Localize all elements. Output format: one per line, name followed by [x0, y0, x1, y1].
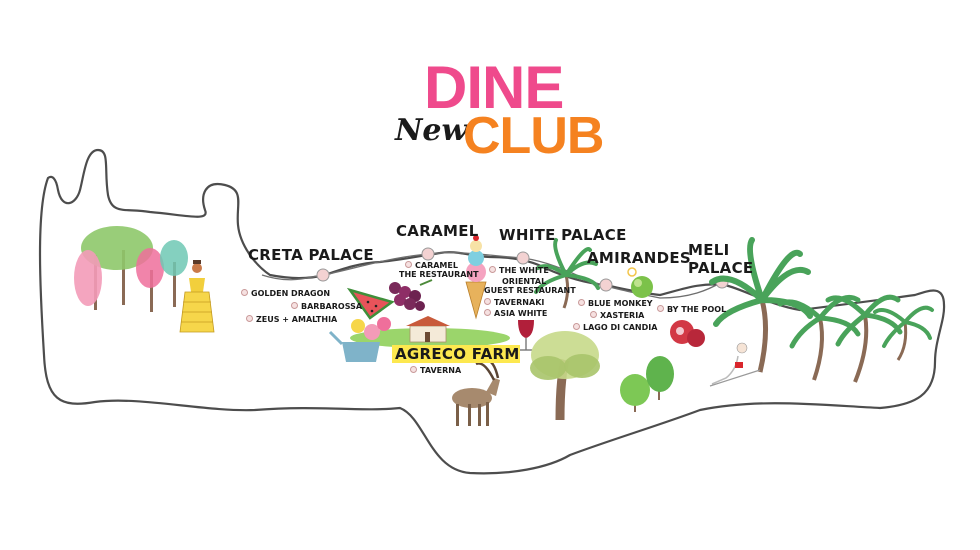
ice-cream-icon	[465, 235, 487, 320]
restaurant-dot	[484, 309, 491, 316]
agreco-highlight	[392, 345, 520, 363]
restaurant-blue-monkey[interactable]: BLUE MONKEY	[578, 299, 653, 308]
hotel-agreco-farm[interactable]: AGRECO FARM	[395, 345, 520, 363]
restaurant-dot	[246, 315, 253, 322]
restaurant-dot	[410, 366, 417, 373]
logo-dine: DINE	[424, 54, 564, 121]
restaurant-by-the-pool[interactable]: BY THE POOL	[657, 305, 726, 314]
sunbather-icon	[709, 342, 761, 387]
white-palace-marker[interactable]	[516, 251, 530, 265]
wine-glass-icon	[518, 320, 534, 351]
palm-tree-icon	[534, 238, 600, 309]
restaurant-golden-dragon[interactable]: GOLDEN DRAGON	[241, 289, 330, 298]
restaurant-tavernaki[interactable]: TAVERNAKI	[484, 298, 544, 307]
green-trees-icon	[620, 356, 674, 412]
hotel-meli-palace-line1: MELI	[688, 241, 730, 259]
restaurant-dot	[405, 261, 412, 268]
restaurant-dot	[590, 311, 597, 318]
restaurant-zeus-amalthia[interactable]: ZEUS + AMALTHIA	[246, 315, 337, 324]
hotel-creta-palace[interactable]: CRETA PALACE	[248, 246, 374, 264]
hotel-meli-palace-line2: PALACE	[688, 259, 754, 277]
logo-club: CLUB	[463, 107, 604, 165]
grapes-icon	[389, 279, 433, 311]
logo-new: New	[395, 113, 468, 148]
hotel-meli-palace[interactable]: MELI PALACE	[688, 241, 753, 277]
restaurant-the-white[interactable]: THE WHITE	[489, 266, 549, 275]
restaurant-dot	[489, 266, 496, 273]
restaurant-dot	[241, 289, 248, 296]
restaurant-dot	[573, 323, 580, 330]
coconut-drink-icon	[627, 267, 653, 298]
restaurant-dot	[578, 299, 585, 306]
hotel-amirandes[interactable]: AMIRANDES	[587, 249, 692, 267]
hotel-white-palace[interactable]: WHITE PALACE	[499, 226, 627, 244]
farmhouse-icon	[406, 316, 450, 343]
restaurant-oriental[interactable]: ORIENTAL GUEST RESTAURANT	[484, 277, 576, 296]
creta-palace-marker[interactable]	[316, 268, 330, 282]
restaurant-barbarossa[interactable]: BARBAROSSA	[291, 302, 362, 311]
palm-grove-icon	[709, 237, 934, 383]
restaurant-asia-white[interactable]: ASIA WHITE	[484, 309, 547, 318]
restaurant-dot	[657, 305, 664, 312]
olive-tree-icon	[530, 331, 600, 421]
caramel-marker[interactable]	[421, 247, 435, 261]
restaurant-xasteria[interactable]: XASTERIA	[590, 311, 644, 320]
watermelon-icon	[346, 287, 395, 320]
pomegranate-icon	[670, 320, 705, 347]
minoan-lady-icon	[179, 260, 215, 333]
hotel-caramel[interactable]: CARAMEL	[396, 222, 479, 240]
restaurant-taverna[interactable]: TAVERNA	[410, 366, 461, 375]
restaurant-dot	[291, 302, 298, 309]
forest-icon	[74, 226, 188, 312]
restaurant-caramel[interactable]: CARAMEL THE RESTAURANT	[399, 261, 479, 280]
restaurant-dot	[484, 298, 491, 305]
amirandes-marker[interactable]	[599, 278, 613, 292]
restaurant-lago-di-candia[interactable]: LAGO DI CANDIA	[573, 323, 657, 332]
